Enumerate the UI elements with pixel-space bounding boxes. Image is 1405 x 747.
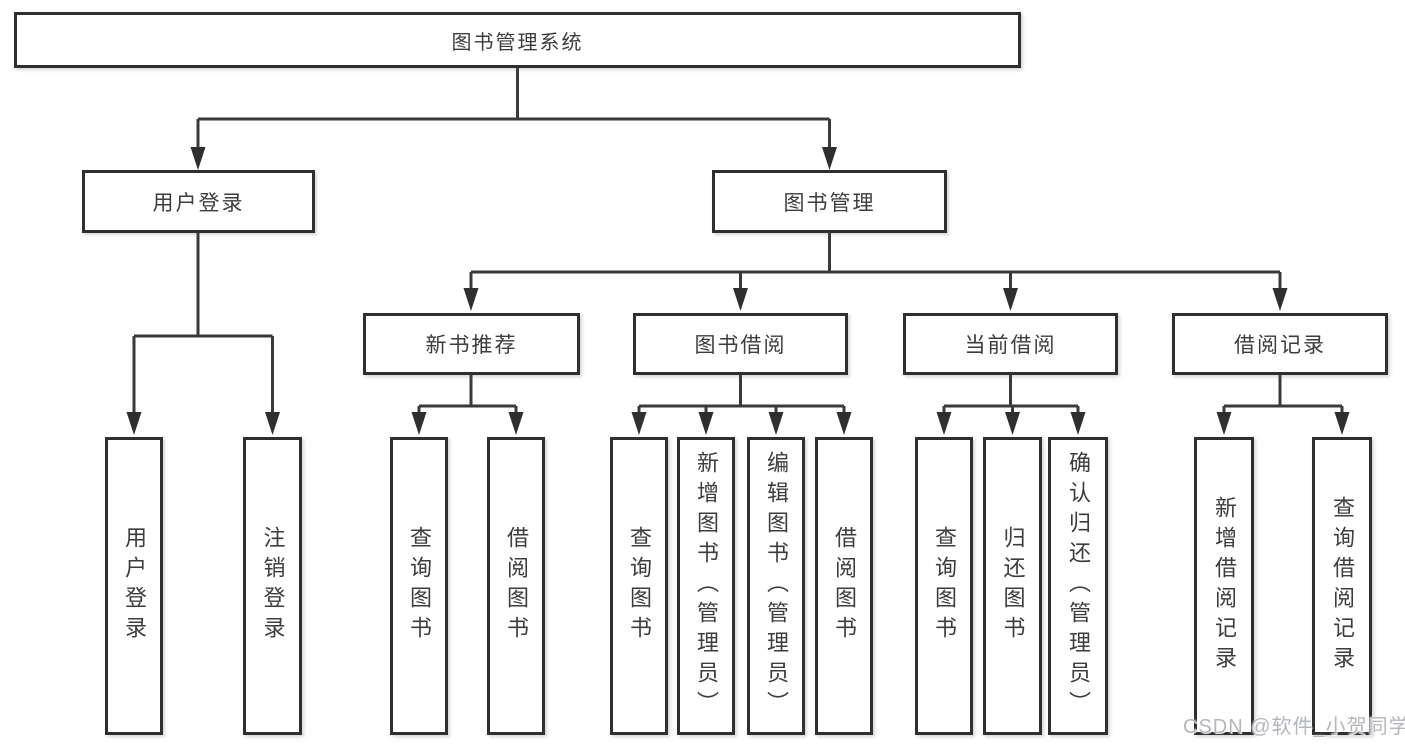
node-label: 查询图书 (407, 526, 432, 646)
leaf-query-borrow-record: 查询借阅记录 (1312, 437, 1372, 735)
node-user-login: 用户登录 (82, 170, 315, 233)
node-label: 新增图书（管理员） (694, 451, 719, 721)
leaf-query-books-recommend: 查询图书 (390, 437, 448, 735)
connector-book-management (469, 233, 1282, 292)
node-label: 确认归还（管理员） (1066, 451, 1091, 721)
node-label: 新增借阅记录 (1212, 496, 1237, 676)
node-label: 借阅记录 (1234, 334, 1326, 357)
node-label: 图书管理 (783, 191, 876, 215)
node-label: 借阅图书 (832, 526, 857, 646)
connector-book-borrowing (637, 375, 846, 416)
connector-root-level2 (196, 68, 831, 152)
connector-new-book (417, 375, 518, 416)
leaf-add-borrow-record: 新增借阅记录 (1194, 437, 1254, 735)
connector-user-login (132, 233, 274, 416)
leaf-confirm-return-admin: 确认归还（管理员） (1048, 437, 1108, 735)
leaf-user-login: 用户登录 (105, 437, 163, 735)
connector-borrowing-records (1222, 375, 1344, 416)
node-label: 借阅图书 (504, 526, 529, 646)
node-book-management: 图书管理 (712, 170, 947, 233)
node-label: 新书推荐 (425, 334, 518, 357)
watermark: CSDN @软件_小贺同学 (1183, 716, 1405, 738)
node-label: 查询借阅记录 (1330, 496, 1355, 676)
node-label: 图书借阅 (694, 334, 787, 357)
node-label: 编辑图书（管理员） (764, 451, 789, 721)
leaf-add-books-admin: 新增图书（管理员） (677, 437, 735, 735)
arrowheads (126, 147, 1350, 435)
node-new-book-recommend: 新书推荐 (363, 313, 580, 375)
node-current-borrowing: 当前借阅 (903, 313, 1118, 375)
node-library-management-system: 图书管理系统 (14, 12, 1021, 68)
leaf-query-books-borrowing: 查询图书 (610, 437, 668, 735)
connector-current-borrowing (942, 375, 1080, 416)
leaf-logout: 注销登录 (243, 437, 302, 735)
node-label: 图书管理系统 (451, 31, 584, 54)
leaf-return-books: 归还图书 (983, 437, 1042, 735)
node-label: 查询图书 (627, 526, 652, 646)
node-label: 注销登录 (260, 526, 286, 646)
node-label: 当前借阅 (964, 334, 1057, 357)
node-label: 用户登录 (122, 526, 147, 646)
node-label: 查询图书 (932, 526, 957, 646)
leaf-edit-books-admin: 编辑图书（管理员） (747, 437, 805, 735)
node-label: 用户登录 (152, 191, 245, 215)
leaf-borrow-books-recommend: 借阅图书 (487, 437, 545, 735)
node-label: 归还图书 (1000, 526, 1026, 646)
node-borrowing-records: 借阅记录 (1172, 313, 1388, 375)
leaf-query-books-current: 查询图书 (915, 437, 973, 735)
node-book-borrowing: 图书借阅 (633, 313, 848, 375)
leaf-borrow-books: 借阅图书 (815, 437, 873, 735)
